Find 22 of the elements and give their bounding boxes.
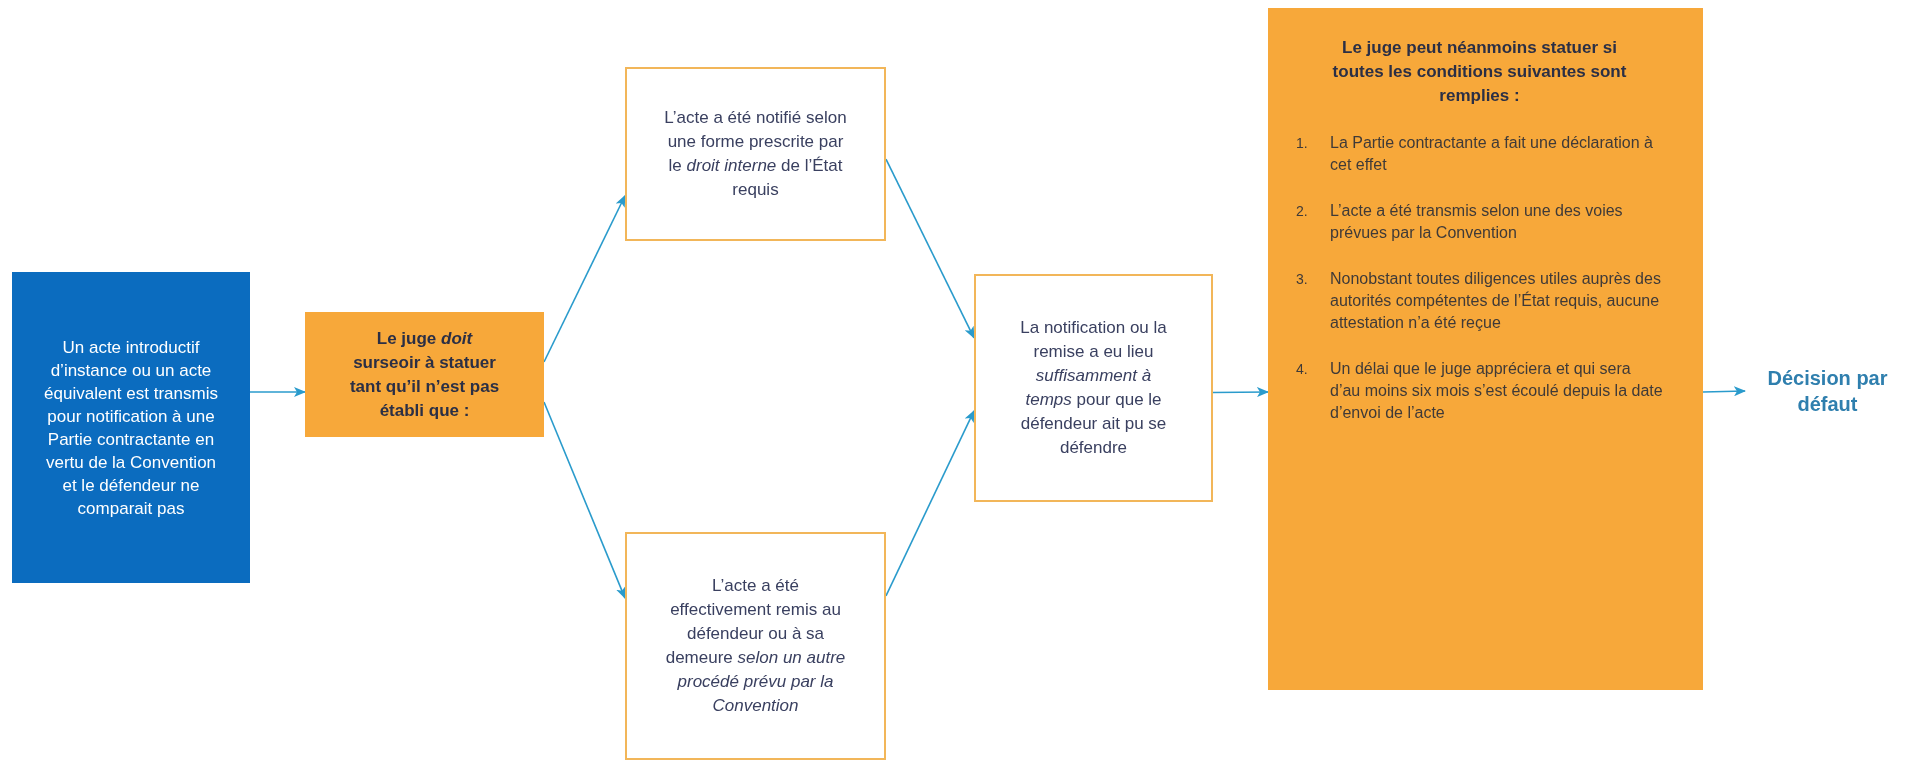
arrow (543, 194, 626, 363)
arrow (885, 158, 975, 339)
outcome-label: Décision par défaut (1745, 360, 1910, 422)
arrow (1212, 387, 1269, 398)
decision-box: Le juge doit surseoir à statuer tant qu’il n’est pas établi que : (305, 312, 544, 437)
arrow (249, 387, 306, 397)
condition-text: La Partie contractante a fait une déclaration à cet effet (1330, 133, 1654, 175)
condition-text: L’acte a été transmis selon une des voies prévues par la Convention (1330, 201, 1624, 243)
list-number: 4. (1296, 360, 1309, 379)
list-number: 3. (1296, 270, 1309, 289)
panel-heading: Le juge peut néanmoins statuer si toutes les conditions suivantes sont remplies : (1331, 37, 1628, 107)
condition-box: L’acte a été notifié selon une forme prescrite par le droit interne de l’État requis (625, 67, 886, 241)
list-number: 1. (1296, 134, 1309, 153)
start-box: Un acte introductif d’instance ou un acte équivalent est transmis pour notification à une Partie contractante en vertu de la Convention et le défendeur ne comparait pas (12, 272, 250, 583)
condition-panel (1268, 8, 1703, 690)
arrow (885, 409, 975, 597)
condition-box: La notification ou la remise a eu lieu suffisamment à temps pour que le défendeur ait pu se défendre (974, 274, 1213, 502)
condition-text: Nonobstant toutes diligences utiles auprès des autorités compétentes de l’État requis, aucune attestation n’a été reçue (1330, 269, 1662, 333)
condition-box: L’acte a été effectivement remis au défendeur ou à sa demeure selon un autre procédé prévu par la Convention (625, 532, 886, 760)
condition-text: Un délai que le juge appréciera et qui sera d’au moins six mois s’est écoulé depuis la date d’envoi de l’acte (1330, 359, 1663, 423)
list-number: 2. (1296, 202, 1309, 221)
arrow (1702, 386, 1746, 397)
